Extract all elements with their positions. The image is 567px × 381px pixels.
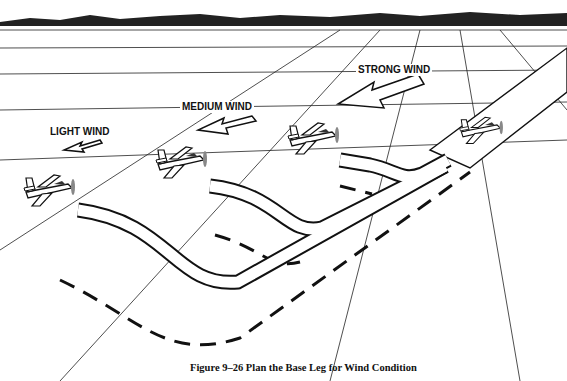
- wind-label: STRONG WIND: [356, 64, 432, 76]
- wind-label: MEDIUM WIND: [180, 101, 254, 113]
- wind-arrows: [64, 74, 424, 152]
- flight-paths: [78, 160, 448, 282]
- ground-grid: [0, 30, 567, 381]
- figure-caption: Figure 9–26 Plan the Base Leg for Wind C…: [190, 361, 417, 374]
- mountains: [0, 12, 567, 26]
- wind-label: LIGHT WIND: [48, 126, 111, 138]
- runway: [430, 48, 567, 168]
